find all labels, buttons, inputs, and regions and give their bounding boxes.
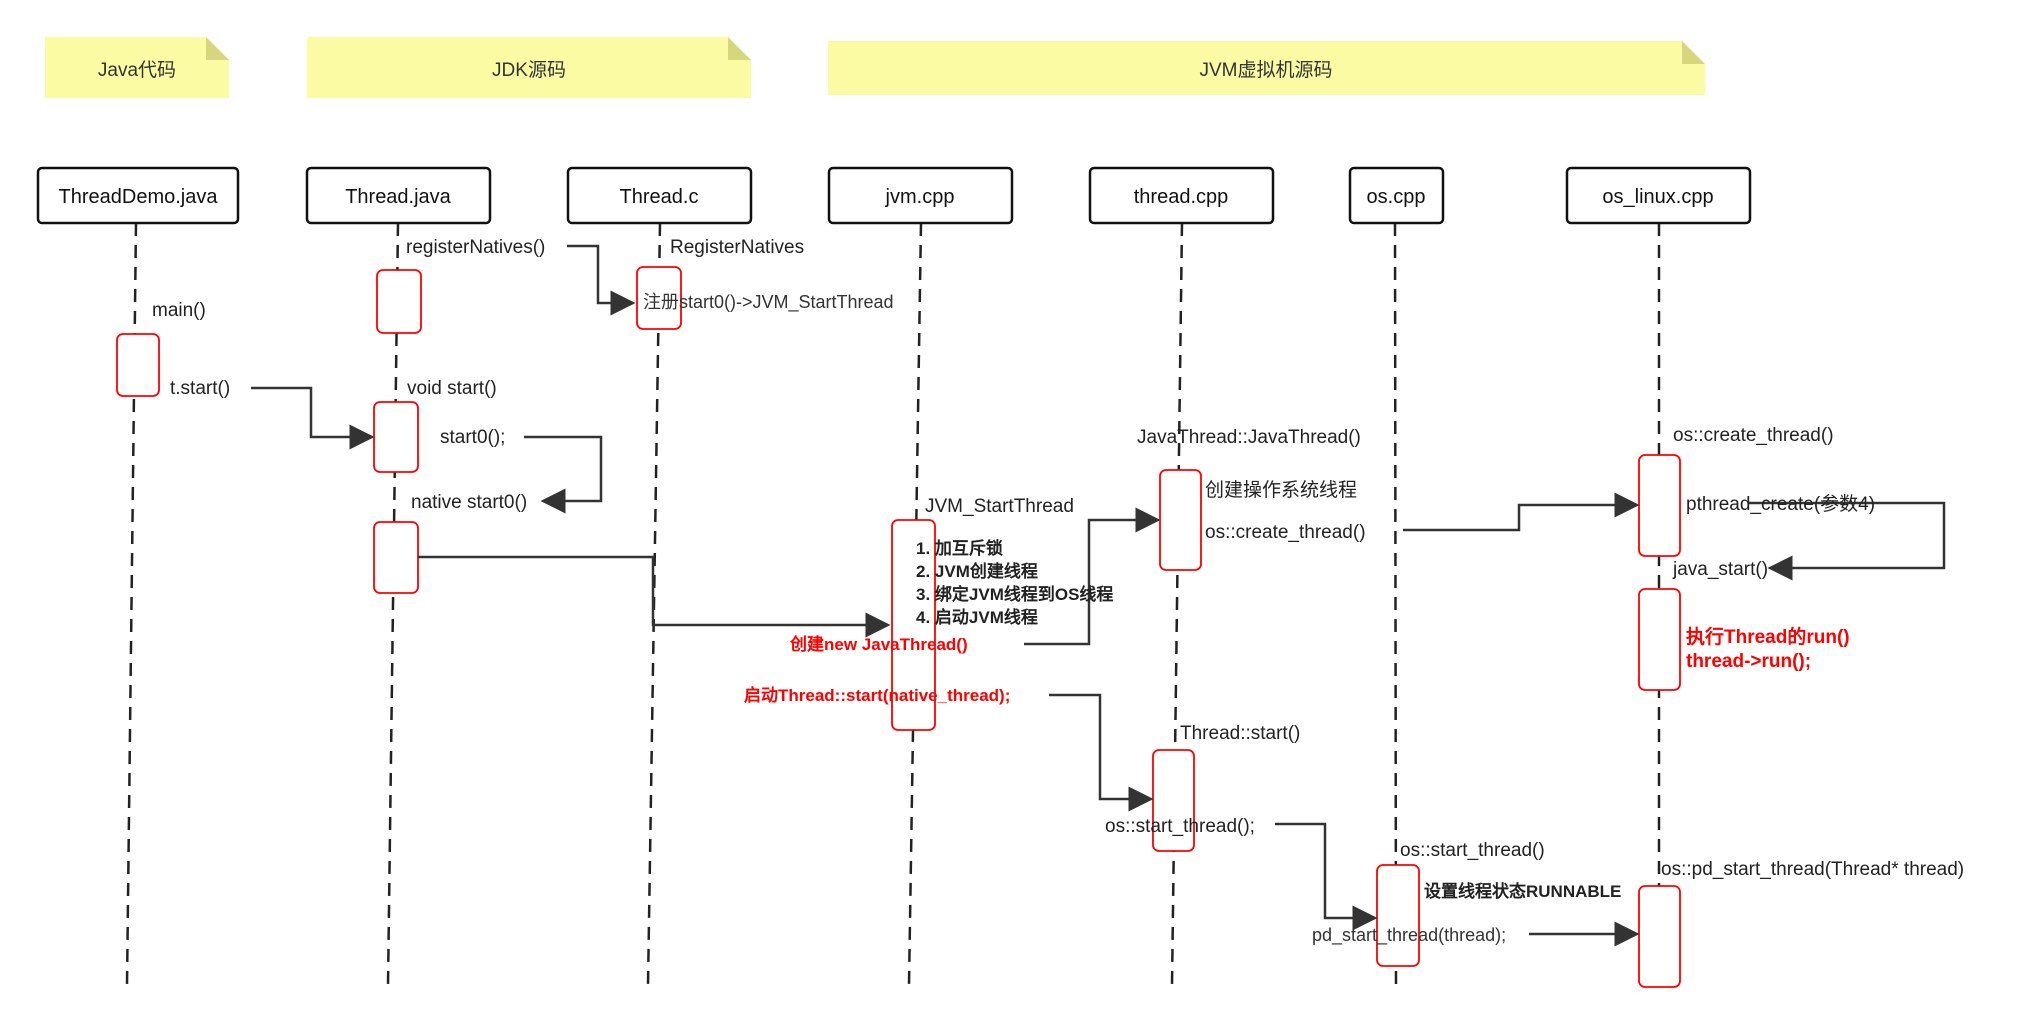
msg-void-start: void start() [407,378,497,399]
arrow-t-start [251,386,375,450]
activation-thread-java-register [376,269,422,334]
msg-create-java-thread: 创建new JavaThread() [789,634,968,654]
arrow-pthread-create [1749,501,1946,581]
participant-label-threaddemo: ThreadDemo.java [59,186,219,208]
msg-register-natives: RegisterNatives [670,237,804,258]
msg-native-start0: native start0() [411,492,527,513]
arrow-os-create-thread [1403,492,1640,532]
arrow-start-native-thread [1049,693,1154,812]
msg-os-start-thread: os::start_thread() [1400,840,1545,861]
arrow-register-natives [567,244,636,316]
arrow-start0 [524,435,603,514]
lifeline-thread-java [386,222,400,986]
msg-jvm-step-4: 4. 启动JVM线程 [916,607,1038,627]
participant-label-thread-java: Thread.java [345,186,451,208]
activation-jvm-start-thread [891,519,936,731]
msg-create-os-thread: 创建操作系统线程 [1205,479,1357,501]
arrow-create-java-thread [1024,507,1161,646]
activation-thread-cpp-ctor [1159,469,1202,571]
participant-thread-c: Thread.c [566,166,753,225]
participant-os-cpp: os.cpp [1348,166,1445,225]
participant-label-jvm-cpp: jvm.cpp [885,186,955,208]
msg-os-create-thread-call: os::create_thread() [1205,522,1366,543]
activation-os-linux-create [1638,454,1681,557]
msg-pthread-create: pthread_create(参数4) [1686,493,1875,515]
msg-start-native-thread: 启动Thread::start(native_thread); [744,685,1010,705]
activation-thread-java-start [373,401,419,473]
activation-thread-c-register [636,266,682,330]
msg-t-start: t.start() [170,378,230,399]
participant-label-os-linux-cpp: os_linux.cpp [1602,186,1713,208]
msg-jvm-start-thread: JVM_StartThread [925,496,1074,517]
msg-java-start: java_start() [1672,559,1768,580]
participant-os-linux-cpp: os_linux.cpp [1565,166,1752,225]
participant-thread-cpp: thread.cpp [1088,166,1275,225]
msg-jvm-step-2: 2. JVM创建线程 [916,561,1038,581]
msg-start0-call: start0(); [440,427,505,448]
activation-os-cpp-start [1376,864,1420,967]
arrow-native-start0 [418,555,891,638]
participant-label-thread-cpp: thread.cpp [1134,186,1229,208]
group-note-jdk-source: JDK源码 [307,37,751,98]
group-label-jdk-source: JDK源码 [492,59,566,81]
group-note-jvm-source: JVM虚拟机源码 [828,41,1705,95]
msg-os-create-thread: os::create_thread() [1673,425,1834,446]
group-label-jvm-source: JVM虚拟机源码 [1199,59,1332,81]
msg-os-start-thread-call: os::start_thread(); [1105,816,1255,837]
arrow-os-start-thread [1275,822,1378,931]
msg-run-thread-line1: 执行Thread的run() [1686,625,1850,648]
msg-register-natives-call: registerNatives() [406,237,545,258]
msg-set-runnable: 设置线程状态RUNNABLE [1424,881,1621,901]
activation-threaddemo-main [116,333,160,397]
activation-os-linux-run [1638,588,1681,691]
activation-thread-java-start0 [373,521,419,594]
msg-main: main() [152,300,206,321]
msg-register-start0: 注册start0()->JVM_StartThread [643,292,894,313]
lifeline-threaddemo [125,222,138,986]
msg-os-pd-start-thread: os::pd_start_thread(Thread* thread) [1661,859,1964,880]
msg-java-thread-ctor: JavaThread::JavaThread() [1137,427,1361,448]
lifeline-thread-cpp [1170,222,1184,986]
msg-thread-start: Thread::start() [1180,723,1300,744]
participant-label-thread-c: Thread.c [620,186,699,208]
participant-label-os-cpp: os.cpp [1367,186,1426,208]
msg-pd-start-thread-call: pd_start_thread(thread); [1312,925,1506,946]
participant-jvm-cpp: jvm.cpp [827,166,1014,225]
participant-threaddemo-java: ThreadDemo.java [36,166,240,225]
activation-os-linux-pd-start [1638,885,1681,988]
participant-thread-java: Thread.java [305,166,492,225]
msg-run-thread-line2: thread->run(); [1686,651,1811,672]
lifeline-os-cpp [1393,222,1398,986]
msg-jvm-step-1: 1. 加互斥锁 [916,538,1003,558]
msg-jvm-step-3: 3. 绑定JVM线程到OS线程 [916,584,1113,604]
group-note-java-code: Java代码 [45,37,229,98]
group-label-java-code: Java代码 [98,59,176,81]
